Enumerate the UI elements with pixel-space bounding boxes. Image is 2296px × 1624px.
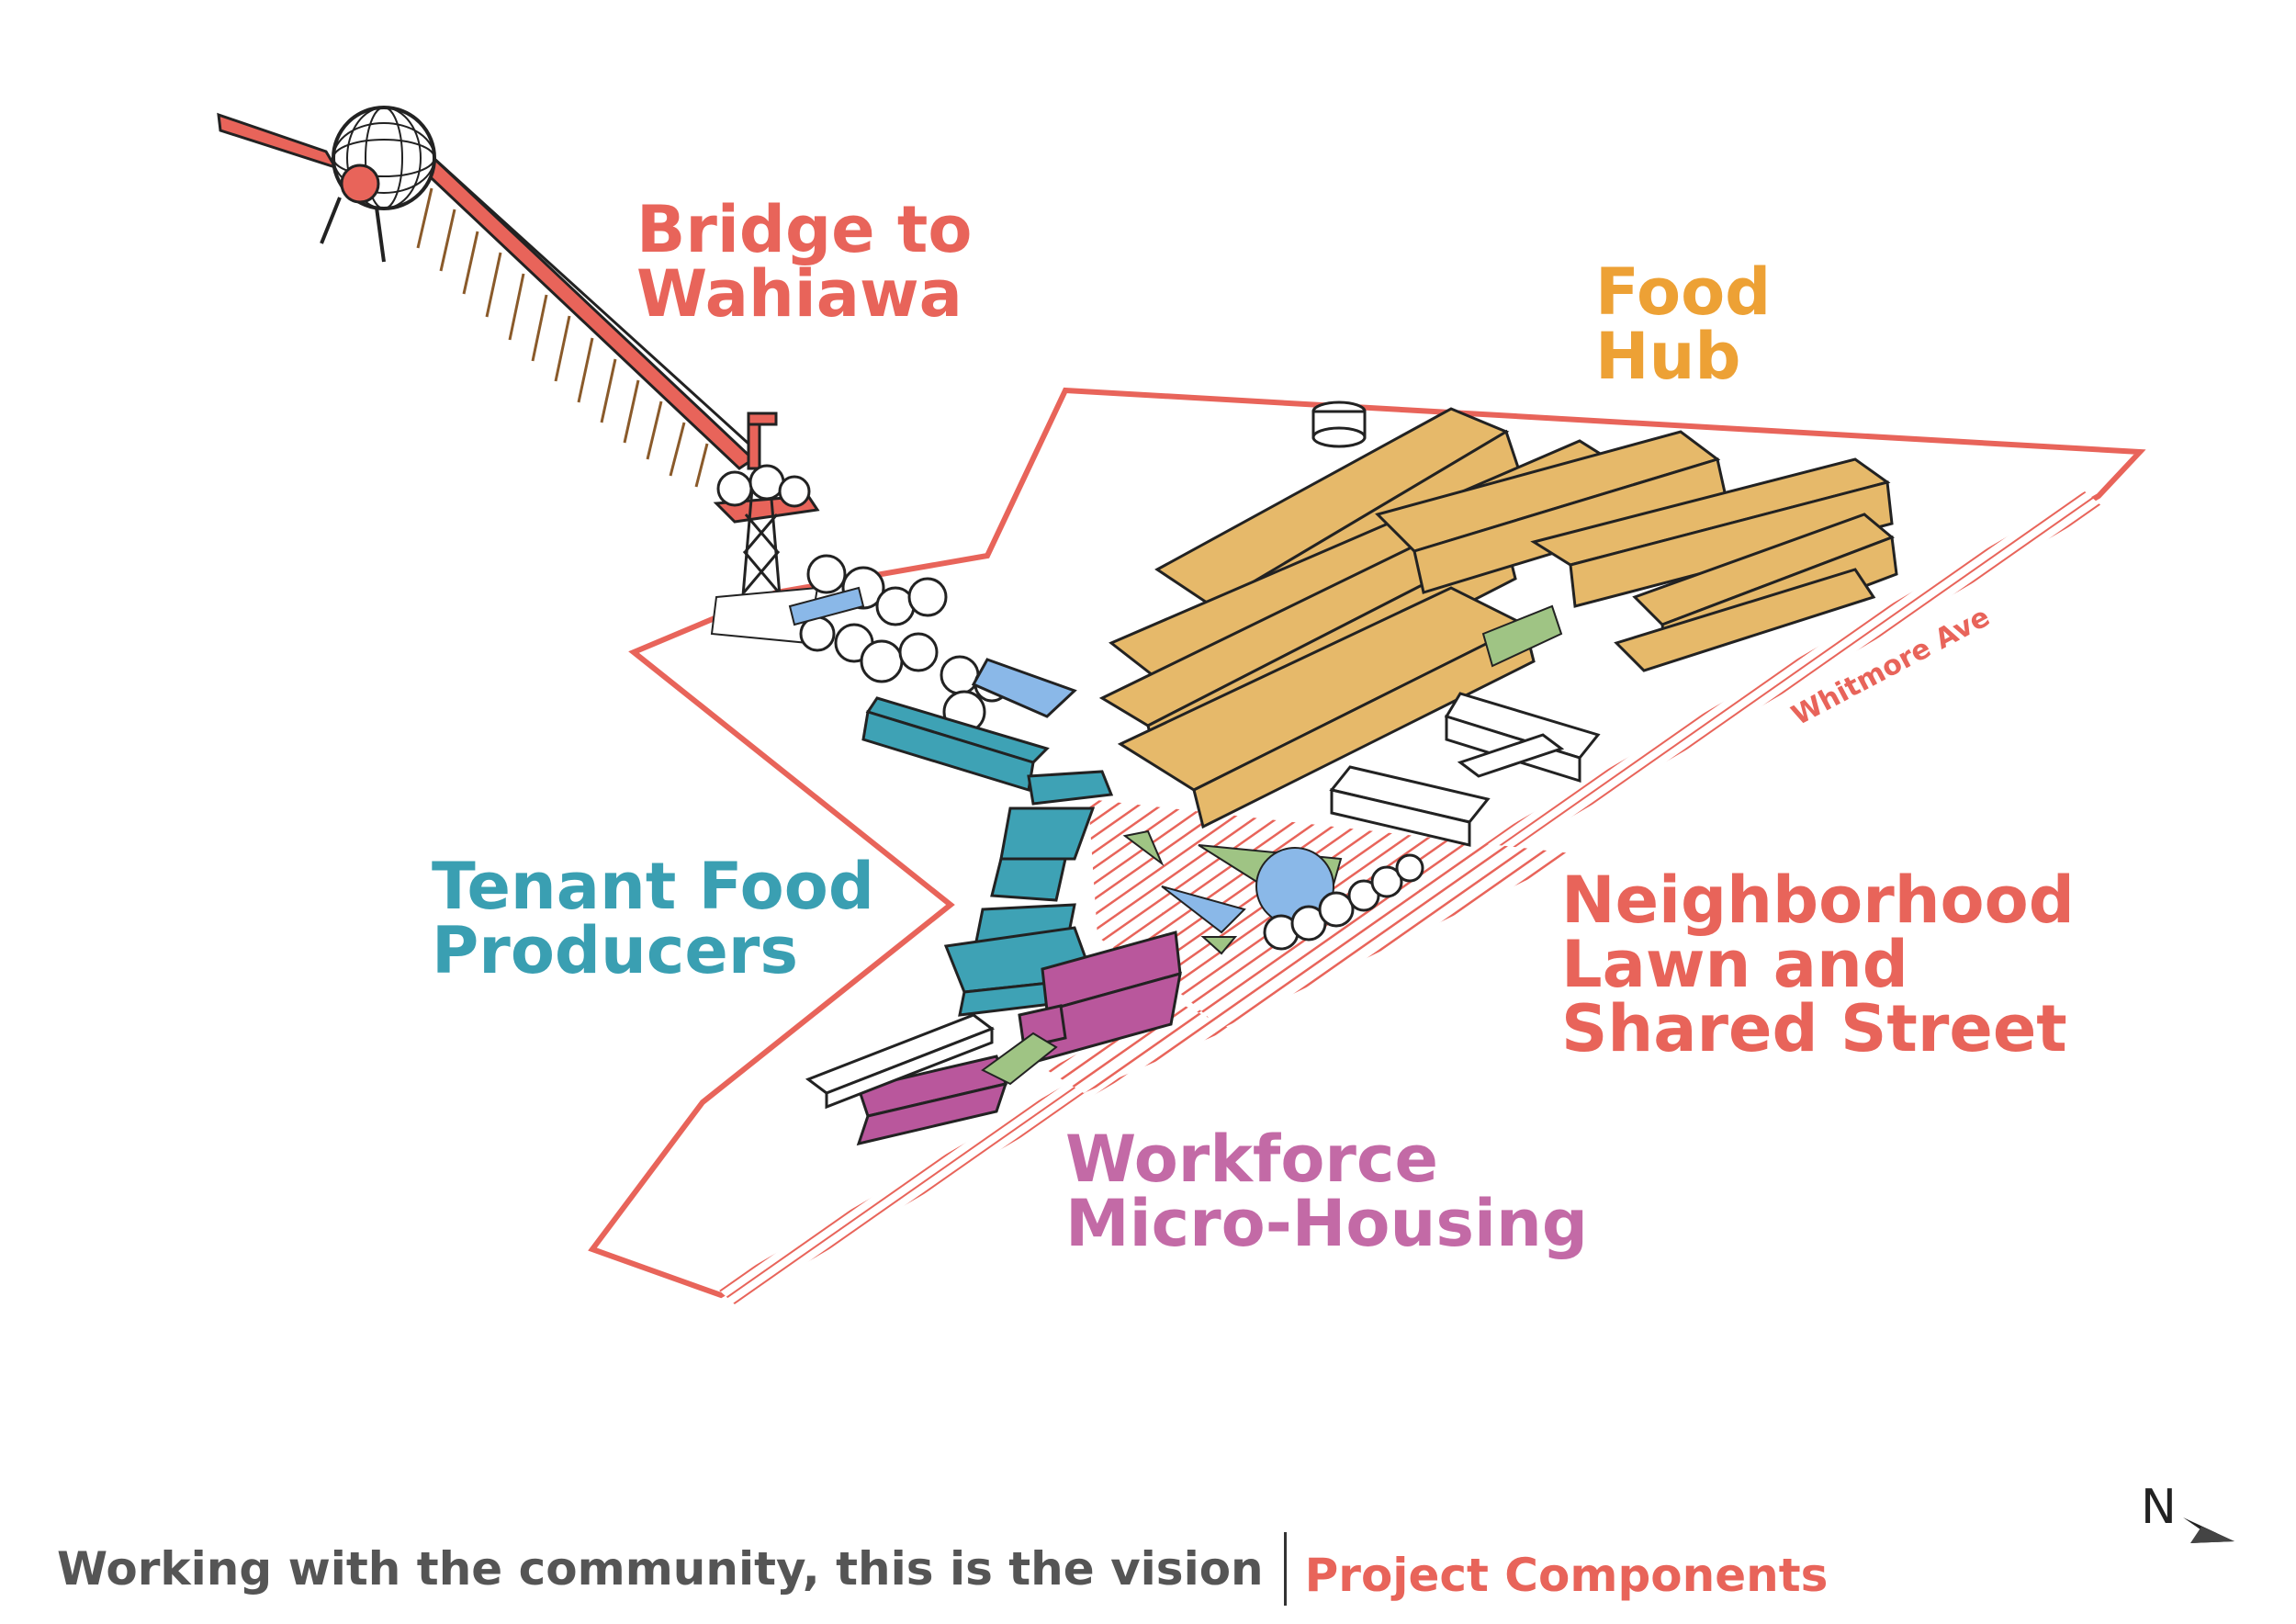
- north-letter: N: [2141, 1480, 2177, 1535]
- water-tower-icon: [1311, 400, 1367, 448]
- north-arrow-icon: N: [2141, 1480, 2234, 1543]
- shared-street-lower: [1047, 1001, 1231, 1093]
- warehouse-outlines: [1329, 692, 1601, 847]
- sign-post: [747, 412, 778, 470]
- food-hub-label: Food Hub: [1595, 254, 1772, 394]
- bridge: [217, 106, 820, 645]
- neighborhood-lawn-label: Neighborhood Lawn and Shared Street: [1561, 863, 2075, 1066]
- housing-outlines: [805, 1013, 996, 1110]
- workforce-housing: [856, 930, 1182, 1146]
- bridge-rail-upper: [217, 112, 339, 170]
- caption-sub: Project Components: [1304, 1549, 1829, 1602]
- transmission-tower-icon: [740, 477, 782, 607]
- housing-lawn: [981, 1032, 1058, 1086]
- food-hub-buildings: [1098, 407, 1898, 829]
- canal: [788, 586, 865, 626]
- neighborhood-lawn: [1122, 829, 1343, 955]
- food-hub-courtyard: [1481, 604, 1563, 668]
- workforce-housing-label: Workforce Micro-Housing: [1065, 1122, 1588, 1261]
- bridge-trestle: [416, 187, 709, 488]
- bridge-label: Bridge to Wahiawa: [636, 192, 973, 332]
- geodesic-sphere-icon: [320, 106, 436, 263]
- lawn-trees: [1263, 853, 1424, 951]
- caption-main: Working with the community, this is the …: [57, 1542, 1264, 1596]
- caption-divider: [1283, 1532, 1287, 1606]
- tenant-producers-label: Tenant Food Producers: [432, 849, 874, 988]
- caption-bar: Working with the community, this is the …: [57, 1532, 1828, 1606]
